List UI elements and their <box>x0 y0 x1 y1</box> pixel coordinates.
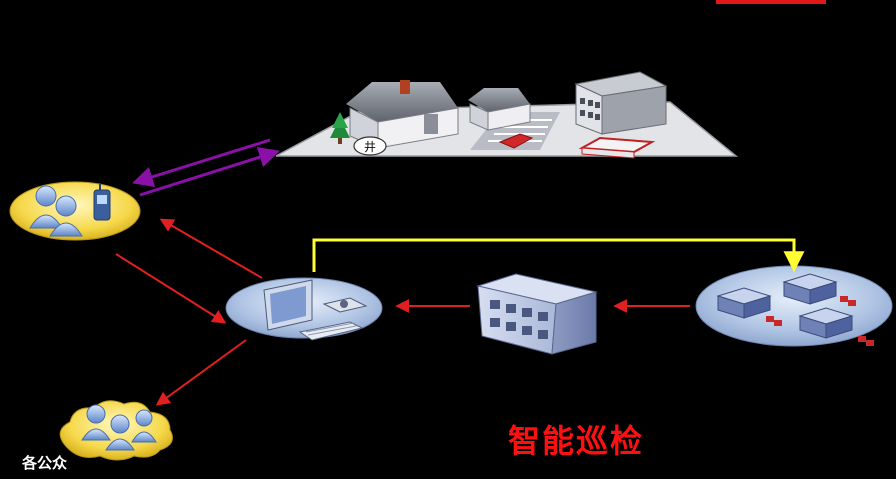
public-crowd-icon <box>59 400 173 461</box>
user-group-phone-icon <box>9 181 141 241</box>
town-scene-icon: 井 <box>275 71 739 159</box>
yellow-connector-line <box>312 238 805 273</box>
purple-arrow-lower <box>139 147 281 197</box>
device-cluster-icon <box>695 265 893 347</box>
monitor-console-icon <box>225 277 383 341</box>
red-arrow-console-to-users <box>159 218 263 279</box>
purple-arrow-upper <box>131 138 271 187</box>
red-arrow-users-to-console <box>115 253 227 324</box>
top-accent-bar <box>716 0 826 4</box>
public-label: 各公众 <box>22 454 68 472</box>
red-arrow-console-to-public <box>155 339 247 406</box>
diagram-title: 智能巡检 <box>508 422 645 460</box>
well-label: 井 <box>364 140 376 154</box>
office-building-icon <box>476 273 598 355</box>
